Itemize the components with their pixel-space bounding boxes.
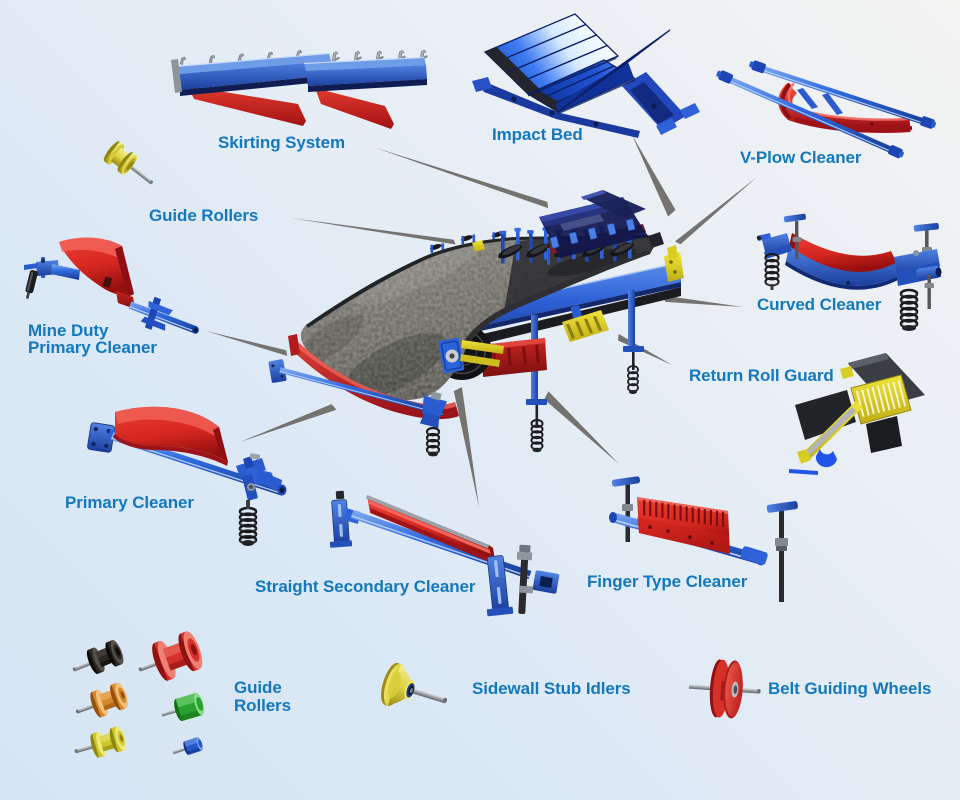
pointer-line-impact-bed bbox=[632, 135, 676, 217]
label-belt-guiding-wheels: Belt Guiding Wheels bbox=[768, 679, 932, 698]
label-curved-cleaner: Curved Cleaner bbox=[757, 295, 882, 314]
guide-roller-orange bbox=[75, 682, 129, 718]
conveyor-render bbox=[268, 190, 684, 457]
curved-cleaner-render bbox=[756, 213, 942, 331]
primary-cleaner-render bbox=[87, 406, 287, 546]
guide-roller-top-render bbox=[103, 141, 154, 185]
belt-guiding-wheel-render bbox=[688, 659, 761, 719]
pointer-line-v-plow-cleaner bbox=[674, 177, 757, 245]
conveyor-tail-takeup bbox=[460, 340, 504, 367]
return-roll-guard-render bbox=[789, 353, 925, 475]
label-sidewall-stub-idlers: Sidewall Stub Idlers bbox=[472, 679, 631, 698]
pointer-line-mine-duty-primary-cleaner bbox=[206, 331, 288, 356]
pointer-line-straight-secondary-cleaner bbox=[453, 387, 479, 507]
guide-roller-green bbox=[161, 692, 205, 721]
conveyor-tail-cleaner-mount bbox=[268, 359, 448, 457]
pointer-line-finger-type-cleaner bbox=[544, 391, 619, 464]
conveyor-head-bracket bbox=[648, 232, 684, 282]
impact-bed-render bbox=[472, 13, 700, 138]
guide-rollers-group-render bbox=[72, 631, 205, 758]
label-impact-bed: Impact Bed bbox=[492, 125, 583, 144]
conveyor-hopper bbox=[539, 190, 648, 265]
v-plow-cleaner-render bbox=[716, 60, 937, 159]
pointer-line-curved-cleaner bbox=[663, 295, 743, 307]
conveyor-tail-pulley-bearing bbox=[438, 337, 465, 374]
label-straight-secondary-cleaner: Straight Secondary Cleaner bbox=[255, 577, 476, 596]
guide-roller-yellow bbox=[74, 726, 126, 758]
conveyor-leg-2 bbox=[623, 290, 644, 394]
label-guide-rollers-top: Guide Rollers bbox=[149, 206, 259, 225]
pointer-line-primary-cleaner bbox=[240, 404, 337, 442]
guide-roller-blue bbox=[172, 737, 203, 755]
pointer-lines bbox=[206, 135, 757, 507]
sidewall-stub-idler-render bbox=[381, 662, 448, 707]
pointer-line-skirting-system bbox=[373, 147, 548, 209]
conveyor-leg-1 bbox=[526, 315, 547, 453]
conveyor-takeup bbox=[562, 305, 609, 342]
mine-duty-primary-cleaner-render bbox=[24, 237, 199, 334]
pointer-line-guide-rollers-top bbox=[291, 218, 456, 245]
finger-type-cleaner-render bbox=[609, 476, 798, 602]
label-v-plow-cleaner: V-Plow Cleaner bbox=[740, 148, 862, 167]
guide-roller-red bbox=[138, 631, 203, 681]
label-finger-type-cleaner: Finger Type Cleaner bbox=[587, 572, 748, 591]
return-roll-guard-pan bbox=[850, 374, 912, 425]
straight-secondary-cleaner-render bbox=[329, 490, 560, 617]
label-primary-cleaner: Primary Cleaner bbox=[65, 493, 194, 512]
skirting-system-render bbox=[171, 49, 428, 129]
primary-cleaner-tensioner bbox=[236, 453, 287, 501]
label-skirting-system: Skirting System bbox=[218, 133, 345, 152]
guide-roller-black bbox=[72, 639, 124, 675]
label-return-roll-guard: Return Roll Guard bbox=[689, 366, 834, 385]
